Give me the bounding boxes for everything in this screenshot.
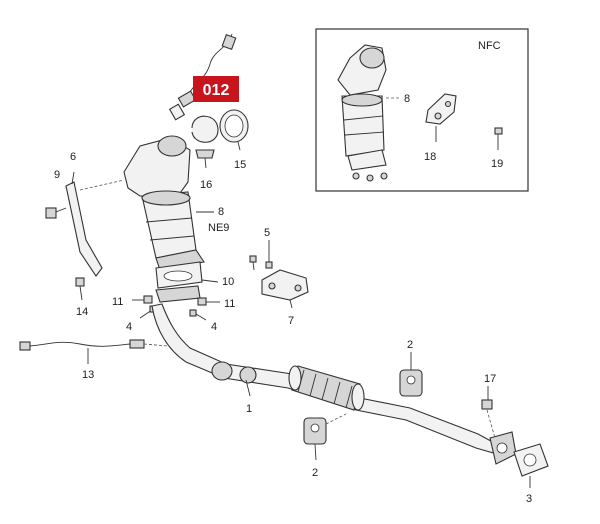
gasket-icon xyxy=(219,109,249,151)
label-ne9: NE9 xyxy=(208,222,229,234)
flange-gasket-icon xyxy=(155,261,219,303)
label-14: 14 xyxy=(76,306,88,318)
support-bracket-icon xyxy=(249,240,309,309)
label-2-upper: 2 xyxy=(407,339,413,351)
exhaust-pipe-icon xyxy=(151,303,517,465)
inset-frame xyxy=(315,28,529,192)
bracket-icon xyxy=(45,171,125,301)
label-7: 7 xyxy=(288,315,294,327)
label-17: 17 xyxy=(484,373,496,385)
label-8-inset: 8 xyxy=(404,93,410,105)
oxygen-sensor-lower-icon xyxy=(19,339,169,364)
label-3: 3 xyxy=(526,493,532,505)
rubber-hanger-lower-icon xyxy=(303,413,347,461)
inset-converter-icon xyxy=(337,44,400,182)
label-13: 13 xyxy=(82,369,94,381)
rear-gasket-icon xyxy=(513,443,549,488)
bolt-rear-icon xyxy=(481,386,496,439)
label-1: 1 xyxy=(246,403,252,415)
nut-left-icon xyxy=(132,295,153,304)
nut-right-icon xyxy=(197,297,220,306)
rubber-hanger-upper-icon xyxy=(399,352,423,397)
stud-right-icon xyxy=(189,309,207,321)
catalytic-converter-icon xyxy=(123,135,214,271)
label-15: 15 xyxy=(234,159,246,171)
label-11-right: 11 xyxy=(224,298,235,310)
inset-nfc: NFC 8 18 19 xyxy=(315,28,529,192)
part-code-text: 012 xyxy=(203,82,230,99)
label-9: 9 xyxy=(54,169,60,181)
label-4-right: 4 xyxy=(211,321,217,333)
part-code-badge[interactable]: 012 xyxy=(193,76,239,102)
inset-title: NFC xyxy=(478,40,501,52)
label-16: 16 xyxy=(200,179,212,191)
label-11-left: 11 xyxy=(112,296,123,308)
label-5: 5 xyxy=(264,227,270,239)
bolt-icon xyxy=(494,127,503,150)
label-10: 10 xyxy=(222,276,234,288)
label-4-left: 4 xyxy=(126,321,132,333)
label-8-main: 8 xyxy=(218,206,224,218)
label-2-lower: 2 xyxy=(312,467,318,479)
clamp-icon xyxy=(191,115,219,169)
label-18: 18 xyxy=(424,151,436,163)
label-19: 19 xyxy=(491,158,503,170)
inset-bracket-icon xyxy=(425,93,457,142)
label-6: 6 xyxy=(70,151,76,163)
